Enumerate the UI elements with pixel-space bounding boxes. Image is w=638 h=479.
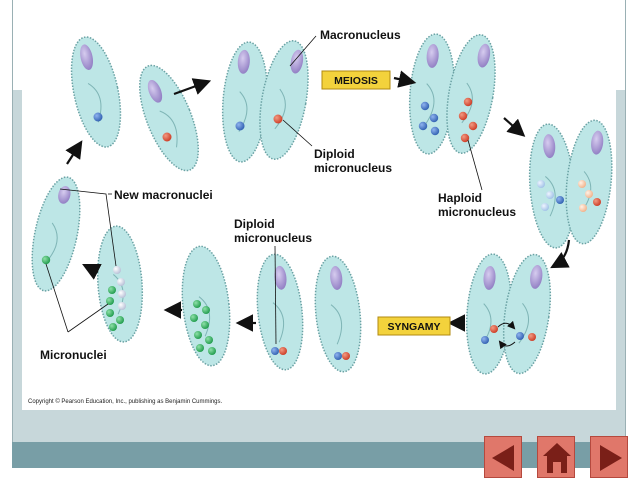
meiosis-micronuclei-blue: [418, 101, 440, 136]
conjugation-figure: Macronucleus MEIOSIS Diploid micronucleu…: [22, 14, 616, 410]
micronucleus-blue: [93, 112, 103, 122]
meiosis-stage-box: [321, 70, 391, 90]
cell-bottom-middle-diploid: [256, 253, 304, 371]
meiosis-micronuclei-red: [458, 97, 478, 143]
previous-slide-button[interactable]: [484, 436, 522, 478]
haploid-micronuclei: [537, 180, 601, 212]
cell-bottom-right-single: [314, 255, 362, 373]
cell-pair-4-syngamy: [465, 253, 552, 375]
green-micronuclei-eight: [190, 300, 216, 355]
label-diploid-top-line2: micronucleus: [314, 161, 392, 175]
home-icon: [543, 443, 571, 473]
label-macronucleus: Macronucleus: [320, 28, 401, 42]
slide-frame: [12, 0, 626, 468]
micronucleus-red: [162, 132, 172, 142]
syngamy-stage-box: [377, 316, 451, 336]
label-haploid-line1: Haploid: [438, 191, 482, 205]
label-diploid-bottom-line1: Diploid: [234, 217, 275, 231]
cell-pair-1: [221, 40, 309, 163]
stage-syngamy: SYNGAMY: [387, 321, 440, 333]
cell-top-left-a: [70, 36, 122, 148]
slide-bottom-bar: [12, 442, 626, 468]
cycle-arrows: [65, 70, 571, 332]
label-diploid-bottom-line2: micronucleus: [234, 231, 312, 245]
label-micronuclei: Micronuclei: [40, 348, 107, 362]
right-triangle-icon: [600, 445, 622, 471]
home-button[interactable]: [537, 436, 575, 478]
left-triangle-icon: [492, 445, 514, 471]
label-new-macronuclei: New macronuclei: [114, 188, 213, 202]
macronucleus-shape: [80, 44, 94, 70]
cell-top-left-b: [138, 64, 200, 172]
leader-lines: [45, 35, 483, 345]
paramecium-conjugation-diagram: Macronucleus MEIOSIS Diploid micronucleu…: [28, 28, 613, 405]
label-haploid-line2: micronucleus: [438, 205, 516, 219]
copyright-text: Copyright © Pearson Education, Inc., pub…: [28, 398, 223, 405]
syngamy-micronuclei: [481, 320, 536, 350]
next-slide-button[interactable]: [590, 436, 628, 478]
cell-pair-3-haploid: [528, 119, 613, 249]
new-macronuclei-dots: [106, 266, 126, 331]
label-diploid-top-line1: Diploid: [314, 147, 355, 161]
cell-pair-2-meiosis: [408, 33, 496, 155]
stage-meiosis: MEIOSIS: [334, 75, 378, 87]
